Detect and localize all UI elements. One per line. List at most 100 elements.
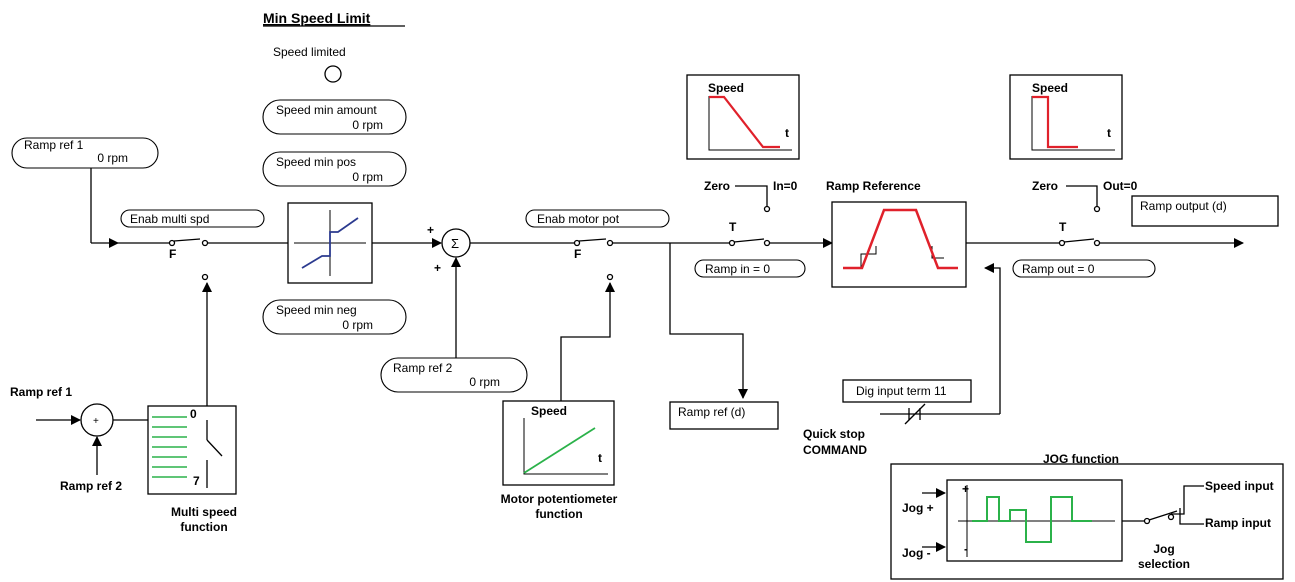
switch-motorpot-b xyxy=(606,239,614,247)
switch-rampin-b xyxy=(763,239,771,247)
svg-text:Dig input term 11: Dig input term 11 xyxy=(856,384,947,398)
jog-ramp-input-wire xyxy=(1179,508,1204,525)
speed-limited-label: Speed limited xyxy=(273,45,346,59)
output-ramp-output-d[interactable]: Ramp output (d) xyxy=(1131,195,1279,227)
svg-text:Ramp ref 2: Ramp ref 2 xyxy=(393,361,453,375)
param-ramp-out-0[interactable]: Ramp out = 0 xyxy=(1012,259,1156,278)
jog-plus-mark: + xyxy=(962,482,969,496)
svg-text:Ramp ref (d): Ramp ref (d) xyxy=(678,405,745,419)
param-ramp-ref-1[interactable]: Ramp ref 1 0 rpm xyxy=(11,137,159,169)
switch-motorpot-f-label: F xyxy=(574,247,581,261)
jog-selection-label-1: Jog xyxy=(1153,542,1174,556)
sum-sigma: Σ xyxy=(451,236,459,251)
svg-text:Enab multi spd: Enab multi spd xyxy=(130,212,209,226)
speed-graph-ramp-in: Speed t xyxy=(686,74,800,160)
jog-speed-input-label: Speed input xyxy=(1205,479,1274,493)
jog-selection-label-2: selection xyxy=(1138,557,1190,571)
svg-text:Ramp output (d): Ramp output (d) xyxy=(1140,199,1227,213)
svg-text:Speed: Speed xyxy=(1032,81,1068,95)
svg-text:0 rpm: 0 rpm xyxy=(97,151,128,165)
in0-label: In=0 xyxy=(773,179,798,193)
svg-text:0 rpm: 0 rpm xyxy=(342,318,373,332)
zero-out-label: Zero xyxy=(1032,179,1058,193)
param-speed-min-neg[interactable]: Speed min neg 0 rpm xyxy=(262,299,407,335)
svg-text:Ramp out = 0: Ramp out = 0 xyxy=(1022,262,1095,276)
multi-speed-0: 0 xyxy=(190,407,197,421)
svg-text:Speed: Speed xyxy=(708,81,744,95)
switch-rampout-a xyxy=(1058,239,1066,247)
motor-pot-t-label: t xyxy=(598,451,602,465)
motor-pot-block xyxy=(502,400,615,486)
zero-in-label: Zero xyxy=(704,179,730,193)
param-enab-multi-spd[interactable]: Enab multi spd xyxy=(120,209,265,228)
param-ramp-ref-2[interactable]: Ramp ref 2 0 rpm xyxy=(380,357,528,393)
output-ramp-ref-d[interactable]: Ramp ref (d) xyxy=(669,401,779,430)
jog-block xyxy=(946,479,1123,562)
multi-speed-7: 7 xyxy=(193,474,200,488)
switch-motorpot-blade xyxy=(578,238,607,242)
param-enab-motor-pot[interactable]: Enab motor pot xyxy=(525,209,670,228)
multi-speed-label-1: Multi speed xyxy=(171,505,237,519)
param-ramp-in-0[interactable]: Ramp in = 0 xyxy=(694,259,806,278)
svg-text:Speed min amount: Speed min amount xyxy=(276,103,377,117)
svg-text:0 rpm: 0 rpm xyxy=(352,118,383,132)
svg-text:Ramp ref 1: Ramp ref 1 xyxy=(24,138,84,152)
switch-motorpot-a xyxy=(573,239,581,247)
jog-speed-input-wire xyxy=(1171,485,1204,515)
svg-text:0 rpm: 0 rpm xyxy=(352,170,383,184)
switch-rampin-zero xyxy=(763,205,771,213)
quick-stop-label-2: COMMAND xyxy=(803,443,867,457)
quick-stop-feedback xyxy=(984,263,1001,402)
quick-stop-label-1: Quick stop xyxy=(803,427,865,441)
svg-text:t: t xyxy=(785,126,789,140)
speed-limiter-block xyxy=(287,202,373,284)
param-speed-min-amount[interactable]: Speed min amount 0 rpm xyxy=(262,99,407,135)
out0-label: Out=0 xyxy=(1103,179,1138,193)
speed-limited-led xyxy=(324,65,342,83)
switch-rampout-zero xyxy=(1093,205,1101,213)
jog-minus-mark: - xyxy=(964,542,968,556)
ramp-reference-label: Ramp Reference xyxy=(826,179,921,193)
speed-graph-ramp-out: Speed t xyxy=(1009,74,1123,160)
switch-rampout-t-label: T xyxy=(1059,220,1067,234)
jog-minus-label: Jog - xyxy=(902,546,931,560)
zero-out-wire xyxy=(1066,185,1098,206)
switch-multi-blade xyxy=(173,238,201,242)
svg-text:Speed min neg: Speed min neg xyxy=(276,303,357,317)
multi-speed-sum-plus: + xyxy=(93,416,99,427)
diagram-title: Min Speed Limit xyxy=(263,10,371,26)
svg-text:Ramp in = 0: Ramp in = 0 xyxy=(705,262,770,276)
multi-speed-label-2: function xyxy=(180,520,227,534)
jog-switch-a xyxy=(1143,517,1151,525)
switch-multi-c xyxy=(201,273,209,281)
ramp-ref-d-branch xyxy=(669,243,748,399)
jog-plus-label: Jog + xyxy=(902,501,934,515)
ramp-ref2-input-label: Ramp ref 2 xyxy=(60,479,122,493)
jog-function-title: JOG function xyxy=(1043,452,1119,466)
svg-text:0 rpm: 0 rpm xyxy=(469,375,500,389)
switch-rampin-blade xyxy=(733,238,765,243)
switch-multi-b xyxy=(201,239,209,247)
zero-in-wire xyxy=(735,185,768,206)
jog-switch-blade xyxy=(1148,510,1178,521)
switch-rampout-b xyxy=(1093,239,1101,247)
input-dig-input-term-11[interactable]: Dig input term 11 xyxy=(842,379,972,403)
switch-rampin-a xyxy=(728,239,736,247)
param-speed-min-pos[interactable]: Speed min pos 0 rpm xyxy=(262,151,407,187)
ramp-reference-block xyxy=(831,201,967,288)
svg-text:Speed min pos: Speed min pos xyxy=(276,155,356,169)
motor-pot-label-2: function xyxy=(535,507,582,521)
sum-plus-top: + xyxy=(427,223,434,237)
switch-multi-f-label: F xyxy=(169,247,176,261)
ramp-ref1-input-label: Ramp ref 1 xyxy=(10,385,72,399)
jog-ramp-input-label: Ramp input xyxy=(1205,516,1271,530)
multi-speed-block xyxy=(147,405,237,495)
motor-pot-label-1: Motor potentiometer xyxy=(501,492,618,506)
switch-rampout-blade xyxy=(1063,238,1095,243)
quick-stop-contact-slash xyxy=(904,403,926,425)
switch-motorpot-c xyxy=(606,273,614,281)
motor-pot-out-wire xyxy=(560,282,615,401)
motor-pot-speed-label: Speed xyxy=(531,404,567,418)
switch-multi-a xyxy=(168,239,176,247)
